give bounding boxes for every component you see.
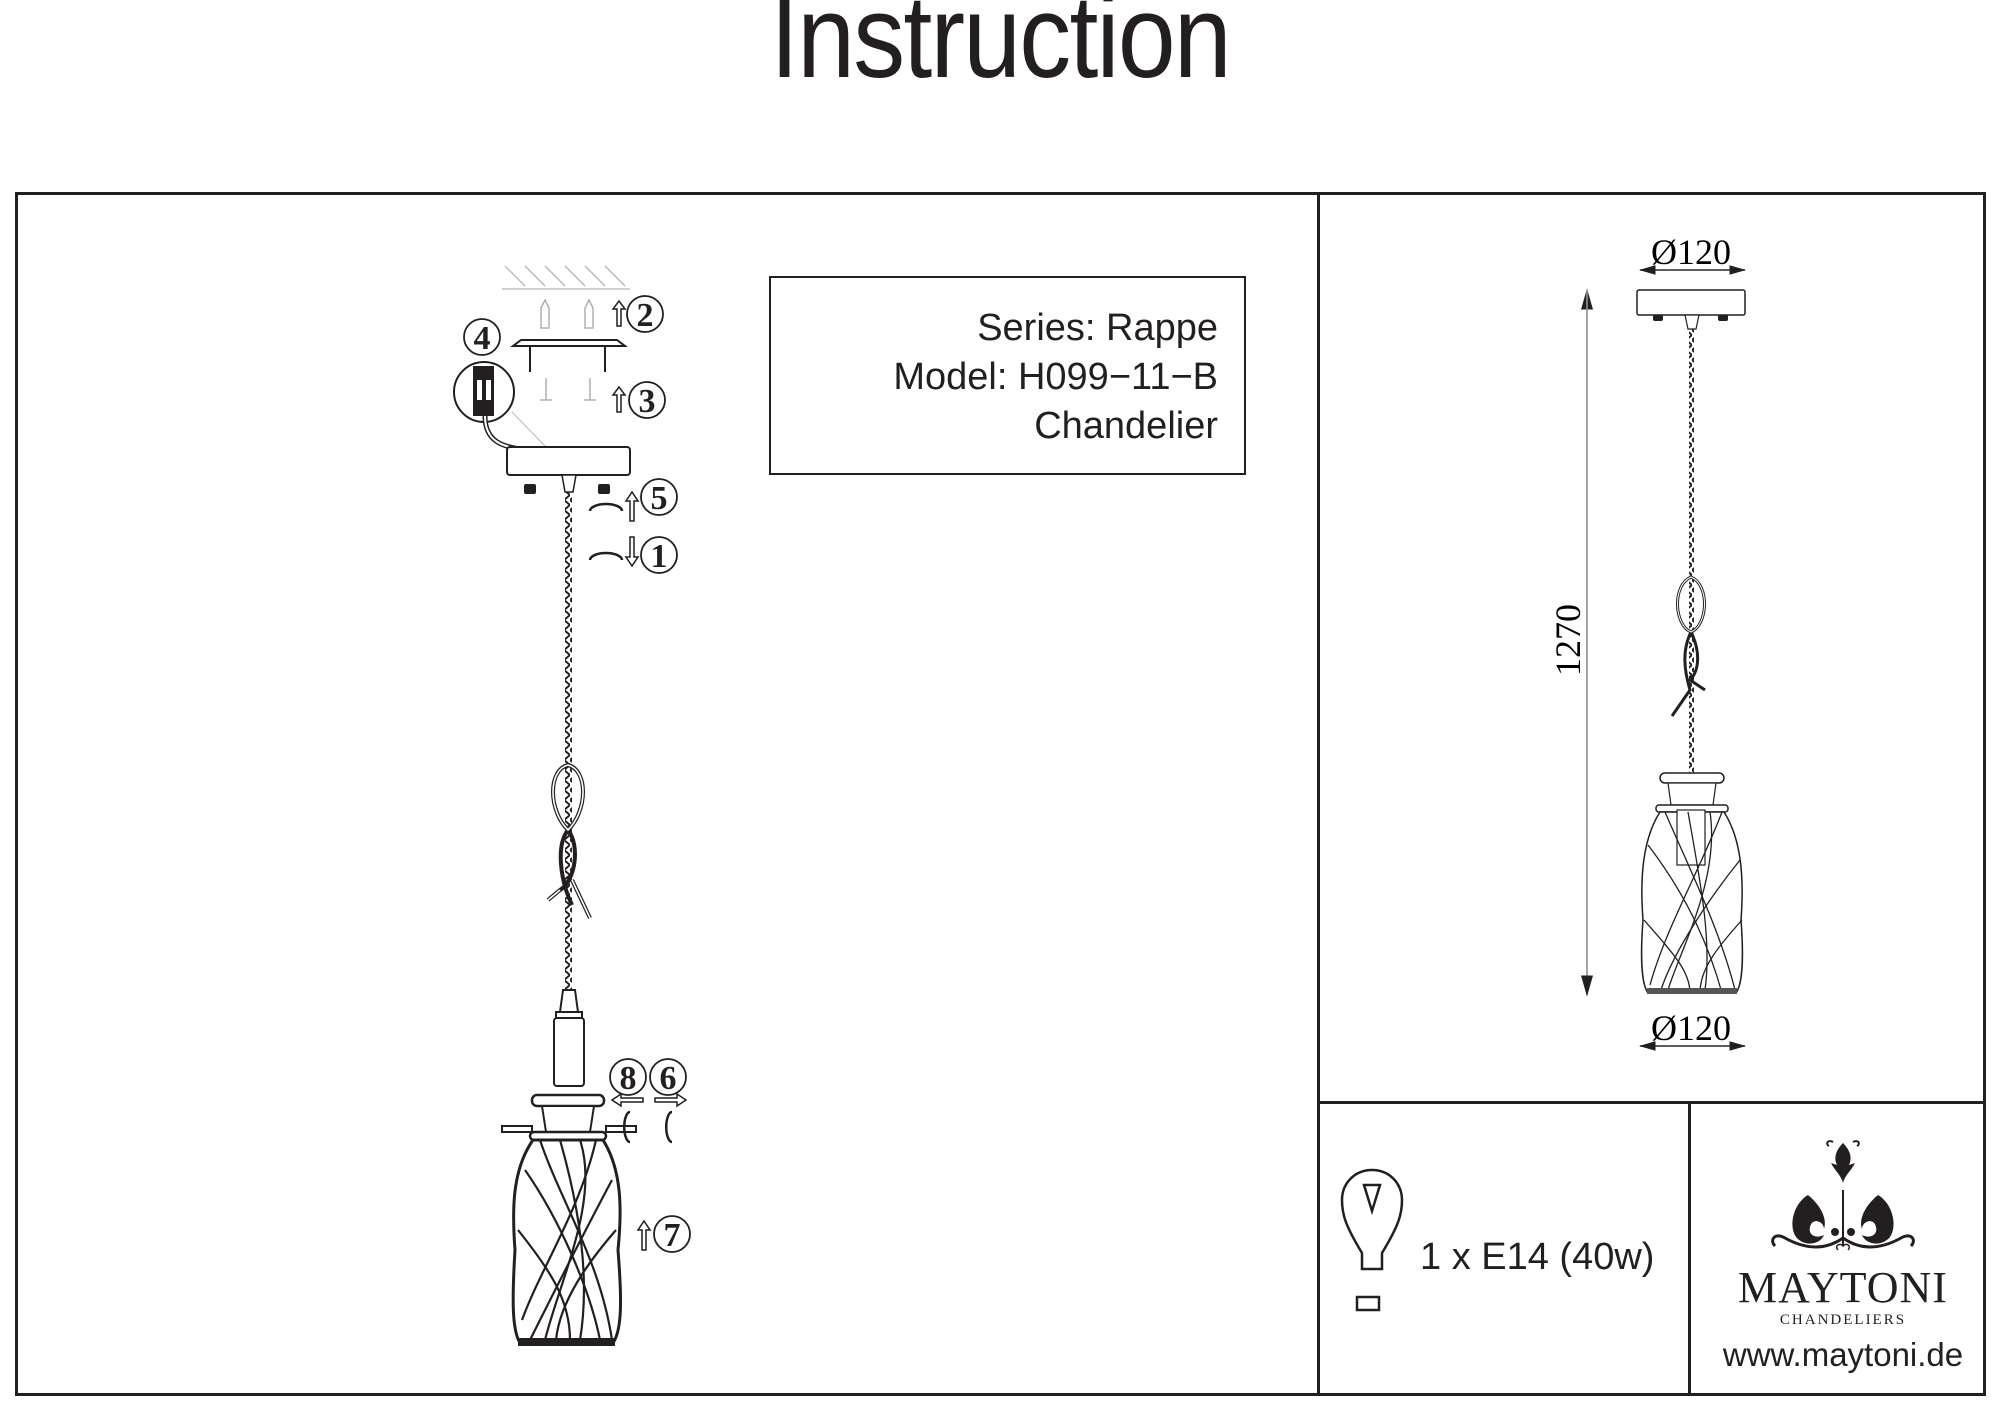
screw-icon (540, 378, 596, 401)
footer-divider-vertical (1688, 1101, 1691, 1396)
cord (565, 492, 572, 990)
shade-diameter-label: Ø120 (1651, 1008, 1731, 1048)
svg-text:2: 2 (637, 297, 654, 334)
step-4-marker: 4 (463, 318, 501, 357)
canopy-icon (506, 446, 631, 494)
ornament-logo-icon (1771, 1140, 1915, 1251)
panel-divider-vertical (1317, 192, 1320, 1396)
installation-diagram (453, 265, 637, 1346)
lamp-socket-icon (553, 989, 585, 1087)
fixing-screw-icon (501, 1125, 637, 1133)
document-title: Instruction (770, 0, 1231, 103)
svg-text:3: 3 (639, 383, 656, 420)
svg-text:1: 1 (651, 538, 668, 575)
step-5-marker: 5 (588, 478, 678, 522)
step-2-marker: 2 (611, 295, 664, 334)
brand-website-link[interactable]: www.maytoni.de (1722, 1336, 1964, 1373)
dimension-drawing: Ø120 1270 (1548, 232, 1747, 1051)
panel-divider-horizontal (1317, 1101, 1986, 1104)
svg-text:6: 6 (660, 1060, 677, 1097)
step-8-marker: 8 (609, 1058, 647, 1144)
svg-text:5: 5 (651, 480, 668, 517)
model-label: Model: H099−11−B (893, 356, 1218, 398)
step-3-marker: 3 (611, 381, 666, 420)
brand-subtitle: CHANDELIERS (1779, 1312, 1907, 1328)
step-7-marker: 7 (636, 1215, 691, 1254)
glass-shade-icon (511, 1093, 623, 1346)
svg-text:7: 7 (664, 1217, 681, 1254)
series-label: Series: Rappe (977, 307, 1218, 349)
step-markers: 2 3 4 5 1 8 (463, 295, 691, 1254)
canopy-diameter-label: Ø120 (1651, 232, 1731, 272)
step-6-marker: 6 (649, 1058, 688, 1144)
product-info-box: Series: Rappe Model: H099−11−B Chandelie… (769, 276, 1246, 475)
height-label: 1270 (1548, 604, 1588, 676)
step-1-marker: 1 (588, 536, 678, 575)
light-bulb-icon (1340, 1168, 1404, 1312)
bulb-spec-label: 1 x E14 (40w) (1420, 1236, 1655, 1278)
svg-text:4: 4 (474, 320, 491, 357)
terminal-block-detail (453, 361, 547, 453)
product-type-label: Chandelier (1034, 405, 1218, 447)
svg-text:8: 8 (620, 1060, 637, 1097)
ceiling-hatch (502, 265, 630, 290)
mounting-plate-icon (510, 339, 628, 372)
brand-name: MAYTONI (1738, 1263, 1948, 1312)
wall-plug-icon (540, 298, 594, 329)
instruction-frame (15, 192, 1986, 1396)
